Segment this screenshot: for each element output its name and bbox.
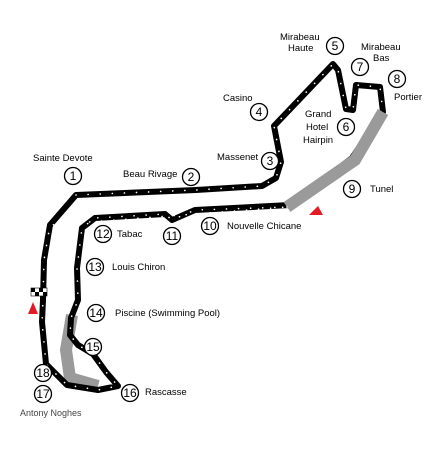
turn-label-3: Massenet: [217, 152, 259, 163]
turn-marker-1: 1 Sainte Devote: [33, 153, 93, 186]
svg-text:15: 15: [86, 340, 100, 354]
turn-marker-14: 14 Piscine (Swimming Pool): [86, 303, 220, 323]
turn-marker-17: 17: [33, 384, 53, 404]
turn-marker-15: 15: [83, 337, 103, 357]
svg-text:8: 8: [394, 72, 401, 86]
turn-label-14: Piscine (Swimming Pool): [115, 308, 220, 319]
svg-text:4: 4: [256, 105, 263, 119]
svg-text:1: 1: [70, 169, 77, 183]
turn-label-16: Rascasse: [145, 387, 187, 398]
direction-marker-start: [28, 302, 38, 314]
turn-label-5-line2: Haute: [288, 43, 313, 54]
turn-label-7-line1: Mirabeau: [361, 42, 401, 53]
svg-text:6: 6: [343, 120, 350, 134]
tunnel-section: [283, 108, 389, 212]
turn-marker-7: 7 Mirabeau Bas: [350, 42, 401, 77]
turn-label-12: Tabac: [117, 229, 143, 240]
turn-marker-10: 10 Nouvelle Chicane: [200, 216, 301, 236]
turn-marker-8: 8 Portier: [387, 69, 422, 103]
turn-marker-11: 11: [162, 226, 182, 246]
turn-label-9: Tunel: [370, 184, 393, 195]
svg-text:11: 11: [166, 229, 179, 243]
turn-marker-13: 13 Louis Chiron: [85, 257, 165, 277]
svg-text:12: 12: [96, 227, 110, 241]
turn-label-1: Sainte Devote: [33, 153, 93, 164]
direction-marker-tunnel: [309, 206, 323, 215]
svg-text:2: 2: [188, 170, 195, 184]
svg-text:7: 7: [357, 60, 364, 74]
turn-marker-5: 5 Mirabeau Haute: [280, 32, 345, 56]
svg-text:10: 10: [203, 219, 217, 233]
turn-marker-6: 6 Grand Hotel Hairpin: [303, 109, 356, 146]
antony-noghes-label: Antony Noghes: [20, 408, 82, 418]
turn-label-6-line2: Hotel: [306, 122, 328, 133]
turn-label-7-line2: Bas: [373, 53, 390, 64]
turn-marker-2: 2 Beau Rivage: [123, 167, 201, 187]
turn-label-6-line1: Grand: [305, 109, 331, 120]
turn-marker-12: 12 Tabac: [93, 224, 143, 244]
svg-text:16: 16: [123, 386, 137, 400]
svg-text:14: 14: [89, 306, 103, 320]
turn-label-4: Casino: [223, 93, 253, 104]
circuit-track: [39, 61, 386, 393]
turn-label-6-line3: Hairpin: [303, 135, 333, 146]
turn-marker-3: 3 Massenet: [217, 151, 280, 171]
turn-marker-4: 4 Casino: [223, 93, 269, 122]
turn-label-13: Louis Chiron: [112, 262, 165, 273]
svg-text:13: 13: [88, 260, 102, 274]
svg-text:9: 9: [349, 182, 356, 196]
turn-marker-18: 18: [33, 363, 53, 383]
turn-label-8: Portier: [394, 92, 422, 103]
turn-label-10: Nouvelle Chicane: [227, 221, 301, 232]
turn-marker-16: 16 Rascasse: [120, 383, 187, 403]
turn-label-2: Beau Rivage: [123, 169, 177, 180]
checkered-flag-icon: [30, 287, 48, 297]
svg-text:3: 3: [267, 154, 274, 168]
turn-marker-9: 9 Tunel: [342, 179, 393, 199]
svg-text:5: 5: [332, 39, 339, 53]
svg-text:17: 17: [36, 387, 50, 401]
turn-label-5-line1: Mirabeau: [280, 32, 320, 43]
svg-text:18: 18: [36, 366, 50, 380]
